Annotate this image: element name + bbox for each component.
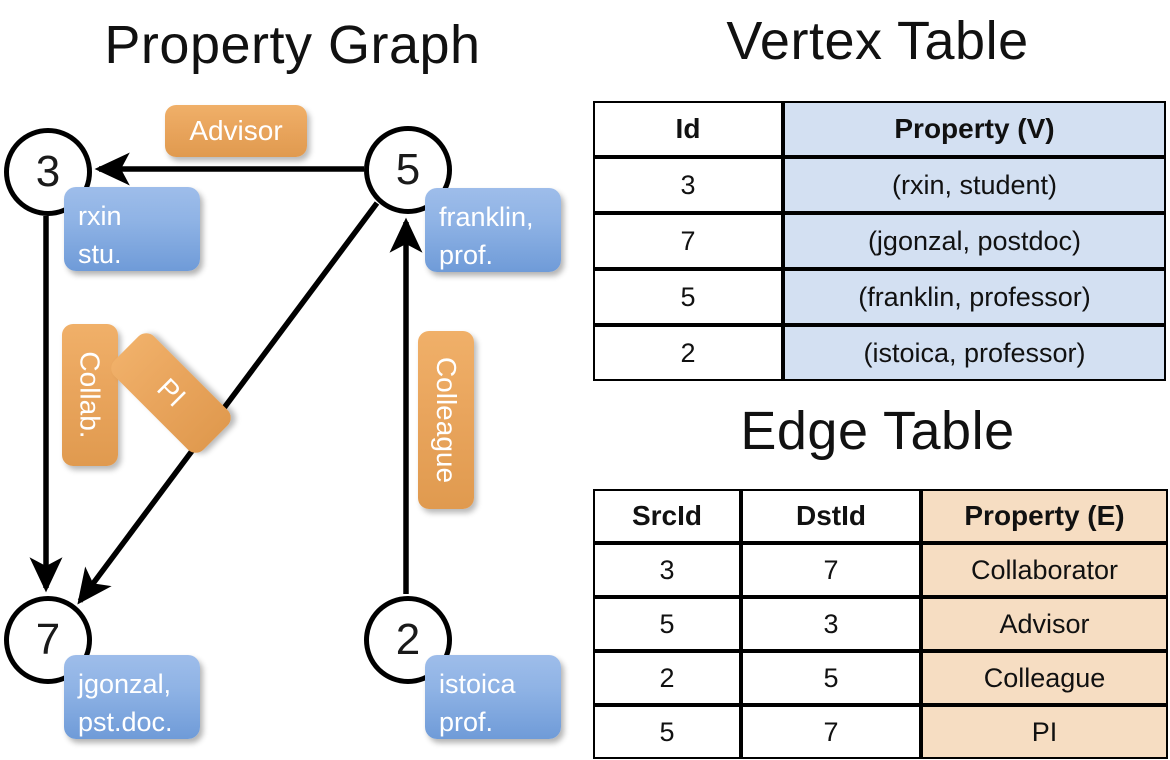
edge-label-collab-text: Collab. bbox=[75, 351, 107, 439]
vertex-cell-property: (istoica, professor) bbox=[783, 325, 1166, 381]
edge-cell-property: Advisor bbox=[921, 597, 1168, 651]
edge-cell-dst: 7 bbox=[741, 705, 921, 759]
vertex-cell-id: 5 bbox=[593, 269, 783, 325]
edge-cell-property: Colleague bbox=[921, 651, 1168, 705]
vertex-property-line-1: istoica bbox=[439, 669, 516, 699]
property-graph-diagram: 3 5 7 2 rxin stu. franklin, prof. jgonza… bbox=[4, 105, 561, 739]
table-row: 5 3 Advisor bbox=[593, 597, 1168, 651]
edge-cell-dst: 3 bbox=[741, 597, 921, 651]
vertex-property-line-2: prof. bbox=[439, 707, 494, 738]
graph-node-2-label: 2 bbox=[395, 615, 421, 664]
vertex-table-header-row: Id Property (V) bbox=[593, 101, 1166, 157]
table-row: 7 (jgonzal, postdoc) bbox=[593, 213, 1166, 269]
vertex-property-line-2: prof. bbox=[439, 240, 494, 271]
table-row: 5 (franklin, professor) bbox=[593, 269, 1166, 325]
edge-label-colleague-text: Colleague bbox=[431, 356, 463, 484]
vertex-cell-property: (rxin, student) bbox=[783, 157, 1166, 213]
edge-cell-property: Collaborator bbox=[921, 543, 1168, 597]
vertex-property-box-7: jgonzal, pst.doc. bbox=[64, 655, 200, 739]
edge-label-advisor-text: Advisor bbox=[189, 115, 283, 146]
vertex-property-line-1: jgonzal, bbox=[78, 669, 172, 699]
edge-cell-src: 2 bbox=[593, 651, 741, 705]
vertex-cell-id: 7 bbox=[593, 213, 783, 269]
edge-label-advisor: Advisor bbox=[165, 105, 307, 157]
page-title-edge-table: Edge Table bbox=[740, 401, 1015, 461]
vertex-property-box-2: istoica prof. bbox=[425, 655, 561, 739]
vertex-property-line-1: franklin, bbox=[439, 202, 534, 232]
edge-cell-src: 5 bbox=[593, 597, 741, 651]
edge-label-pi-text: PI bbox=[151, 372, 192, 413]
table-row: 3 7 Collaborator bbox=[593, 543, 1168, 597]
graph-edges-layer bbox=[29, 152, 423, 605]
vertex-property-line-2: stu. bbox=[78, 239, 122, 270]
vertex-table-header-property: Property (V) bbox=[783, 101, 1166, 157]
edge-label-colleague: Colleague bbox=[418, 331, 474, 509]
edge-cell-dst: 5 bbox=[741, 651, 921, 705]
edge-table-header-dstid: DstId bbox=[741, 489, 921, 543]
graph-node-3-label: 3 bbox=[35, 147, 61, 196]
vertex-property-box-5: franklin, prof. bbox=[425, 188, 561, 272]
edge-cell-property: PI bbox=[921, 705, 1168, 759]
graph-node-5-label: 5 bbox=[395, 145, 421, 194]
edge-table-header-srcid: SrcId bbox=[593, 489, 741, 543]
vertex-cell-property: (jgonzal, postdoc) bbox=[783, 213, 1166, 269]
table-row: 5 7 PI bbox=[593, 705, 1168, 759]
vertex-cell-property: (franklin, professor) bbox=[783, 269, 1166, 325]
vertex-table: Id Property (V) 3 (rxin, student) 7 (jgo… bbox=[593, 101, 1166, 381]
graph-node-2[interactable]: 2 bbox=[364, 596, 452, 684]
vertex-cell-id: 2 bbox=[593, 325, 783, 381]
edge-5-to-7 bbox=[77, 201, 380, 605]
graph-node-7-label: 7 bbox=[35, 615, 61, 664]
edge-table-header-row: SrcId DstId Property (E) bbox=[593, 489, 1168, 543]
vertex-property-line-1: rxin bbox=[78, 201, 122, 231]
edge-table-header-property: Property (E) bbox=[921, 489, 1168, 543]
page-title-vertex-table: Vertex Table bbox=[726, 11, 1029, 71]
vertex-table-header-id: Id bbox=[593, 101, 783, 157]
edge-cell-src: 5 bbox=[593, 705, 741, 759]
table-row: 3 (rxin, student) bbox=[593, 157, 1166, 213]
graph-node-5[interactable]: 5 bbox=[364, 126, 452, 214]
edge-cell-src: 3 bbox=[593, 543, 741, 597]
vertex-property-line-2: pst.doc. bbox=[78, 707, 173, 738]
table-row: 2 (istoica, professor) bbox=[593, 325, 1166, 381]
page-title-property-graph: Property Graph bbox=[104, 15, 481, 75]
edge-cell-dst: 7 bbox=[741, 543, 921, 597]
edge-label-collab: Collab. bbox=[62, 324, 118, 466]
vertex-cell-id: 3 bbox=[593, 157, 783, 213]
table-row: 2 5 Colleague bbox=[593, 651, 1168, 705]
vertex-property-box-3: rxin stu. bbox=[64, 187, 200, 271]
edge-table: SrcId DstId Property (E) 3 7 Collaborato… bbox=[593, 489, 1168, 759]
